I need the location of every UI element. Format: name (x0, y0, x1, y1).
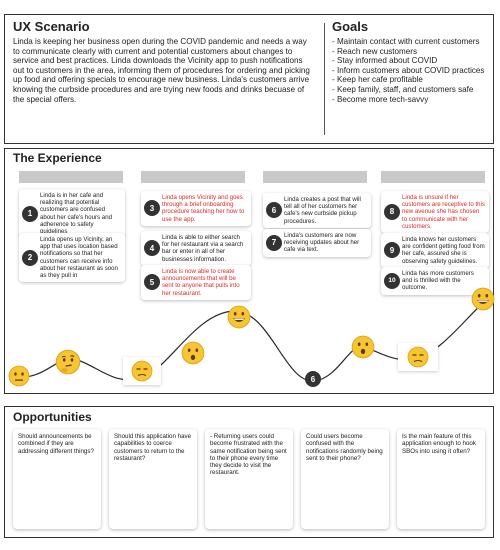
curve-step-marker: 6 (305, 371, 321, 387)
opportunities-panel: Opportunities Should announcements be co… (4, 406, 494, 538)
goals-title: Goals (332, 19, 369, 34)
scenario-title: UX Scenario (13, 19, 90, 34)
step-number-badge: 10 (384, 272, 400, 289)
goal-item: - Reach new customers (332, 46, 418, 56)
opportunity-card: - Returning users could become frustrate… (205, 429, 293, 529)
step-card: 7 Linda's customers are now receiving up… (263, 229, 371, 257)
step-number-badge: 7 (266, 234, 282, 251)
opportunity-card: Should this application have capabilitie… (109, 429, 197, 529)
unamused-face-icon (407, 346, 429, 368)
goals-section: Goals - Maintain contact with current cu… (332, 19, 490, 104)
step-text: Linda is able to either search for her r… (162, 234, 244, 263)
phase-bar (263, 171, 367, 183)
goals-list: - Maintain contact with current customer… (332, 37, 490, 104)
step-number-badge: 1 (22, 205, 38, 222)
step-card: 4 Linda is able to either search for her… (141, 231, 251, 266)
experience-title: The Experience (13, 151, 102, 165)
step-number-badge: 6 (266, 202, 282, 219)
neutral-face-icon (8, 365, 30, 387)
opportunity-card: Could users become confused with the not… (301, 429, 389, 529)
step-number-badge: 3 (144, 200, 160, 217)
step-card: 3 Linda opens Vicinity and goes through … (141, 191, 251, 226)
goal-item: - Stay informed about COVID (332, 56, 438, 66)
step-text: Linda opens Vicinity and goes through a … (162, 194, 245, 223)
step-text: Linda is in her cafe and realizing that … (40, 192, 112, 236)
step-card: 1 Linda is in her cafe and realizing tha… (19, 189, 125, 239)
unamused-face-icon (131, 360, 153, 382)
goal-item: - Become more tech-savvy (332, 94, 429, 104)
step-card: 6 Linda creates a post that will tell al… (263, 193, 371, 228)
experience-panel: The Experience 6 1 Linda is in her cafe … (4, 148, 495, 394)
goal-item: - Inform customers about COVID practices (332, 65, 485, 75)
step-card: 10 Linda has more customers and is thril… (381, 267, 489, 295)
step-number-badge: 5 (144, 274, 160, 291)
grinning-face-icon (471, 287, 495, 311)
thinking-face-icon (55, 349, 81, 375)
step-text: Linda creates a post that will tell all … (284, 196, 361, 225)
step-text: Linda is now able to create announcement… (162, 268, 240, 297)
phase-bar (19, 171, 123, 183)
step-text: Linda has more customers and is thrilled… (402, 270, 474, 292)
surprised-face-icon (181, 341, 205, 365)
opportunities-title: Opportunities (13, 410, 92, 424)
grinning-face-icon (227, 305, 251, 329)
scenario-body: Linda is keeping her business open durin… (13, 37, 310, 104)
step-card: 2 Linda opens up Vicinity, an app that u… (19, 233, 125, 283)
step-card: 9 Linda knows her customers are confiden… (381, 233, 489, 268)
step-number-badge: 9 (384, 242, 400, 259)
goal-item: - Keep family, staff, and customers safe (332, 84, 474, 94)
step-number-badge: 8 (384, 204, 400, 220)
goal-item: - Keep her cafe profitable (332, 75, 423, 85)
goals-divider (324, 23, 325, 135)
scenario-panel: UX Scenario Linda is keeping her busines… (4, 14, 494, 144)
phase-bar (381, 171, 485, 183)
step-number-badge: 4 (144, 240, 160, 257)
step-number-badge: 2 (22, 249, 38, 266)
step-text: Linda is unsure if her customers are rec… (402, 194, 485, 230)
step-text: Linda's customers are now receiving upda… (284, 232, 360, 254)
scenario-section: UX Scenario Linda is keeping her busines… (13, 19, 313, 104)
surprised-face-icon (351, 335, 375, 359)
opportunity-card: Should announcements be combined if they… (13, 429, 101, 529)
step-card: 5 Linda is now able to create announceme… (141, 265, 251, 300)
step-text: Linda knows her customers are confident … (402, 236, 485, 265)
step-text: Linda opens up Vicinity, an app that use… (40, 236, 118, 280)
step-card: 8 Linda is unsure if her customers are r… (381, 191, 489, 234)
goal-item: - Maintain contact with current customer… (332, 37, 480, 46)
opportunity-card: Is the main feature of this application … (397, 429, 485, 529)
phase-bar (141, 171, 245, 183)
